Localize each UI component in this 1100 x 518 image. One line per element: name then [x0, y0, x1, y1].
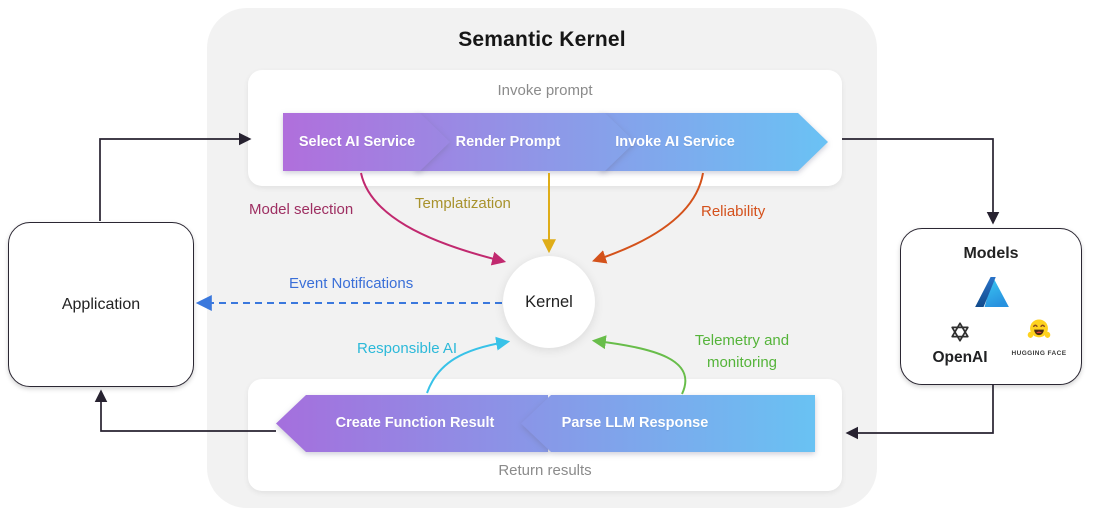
annotation-responsible-ai: Responsible AI: [357, 340, 458, 357]
azure-icon: [975, 277, 1009, 312]
chevron-shape: [276, 395, 548, 452]
huggingface-label: HUGGING FACE: [1011, 350, 1067, 357]
chevron-render-prompt: [415, 113, 635, 171]
huggingface-logo: HUGGING FACE: [1003, 317, 1075, 357]
page-title: Semantic Kernel: [458, 28, 626, 51]
invoke-prompt-caption: Invoke prompt: [497, 82, 593, 99]
step-parse-llm-response-label: Parse LLM Response: [561, 415, 709, 431]
chevron-select-ai-service: [283, 113, 450, 171]
chevron-parse-llm-response: [521, 395, 815, 452]
models-title: Models: [963, 245, 1019, 262]
openai-logo: OpenAI: [921, 321, 999, 367]
application-label: Application: [61, 295, 141, 313]
kernel-circle: Kernel: [503, 256, 595, 348]
openai-icon: [951, 322, 969, 342]
huggingface-icon: [1027, 319, 1051, 338]
models-box: Models: [900, 228, 1082, 385]
annotation-templatization: Templatization: [415, 195, 511, 212]
chevron-shape: [415, 113, 635, 171]
chevron-create-function-result: [276, 395, 548, 452]
annotation-event-notifications: Event Notifications: [289, 275, 414, 292]
annotation-telemetry: Telemetry and monitoring: [694, 332, 790, 371]
step-render-prompt-label: Render Prompt: [455, 134, 561, 150]
openai-label: OpenAI: [932, 349, 988, 366]
application-box: Application: [8, 222, 194, 387]
kernel-label: Kernel: [525, 292, 573, 311]
chevron-invoke-ai-service: [600, 113, 828, 171]
annotation-reliability: Reliability: [701, 203, 766, 220]
step-select-ai-service-label: Select AI Service: [298, 134, 416, 150]
step-invoke-ai-service-label: Invoke AI Service: [615, 134, 735, 150]
step-create-function-result-label: Create Function Result: [335, 415, 495, 431]
annotation-model-selection: Model selection: [249, 201, 354, 218]
return-results-caption: Return results: [498, 462, 592, 479]
chevron-shape: [600, 113, 828, 171]
chevron-shape: [521, 395, 815, 452]
chevron-shape: [283, 113, 450, 171]
